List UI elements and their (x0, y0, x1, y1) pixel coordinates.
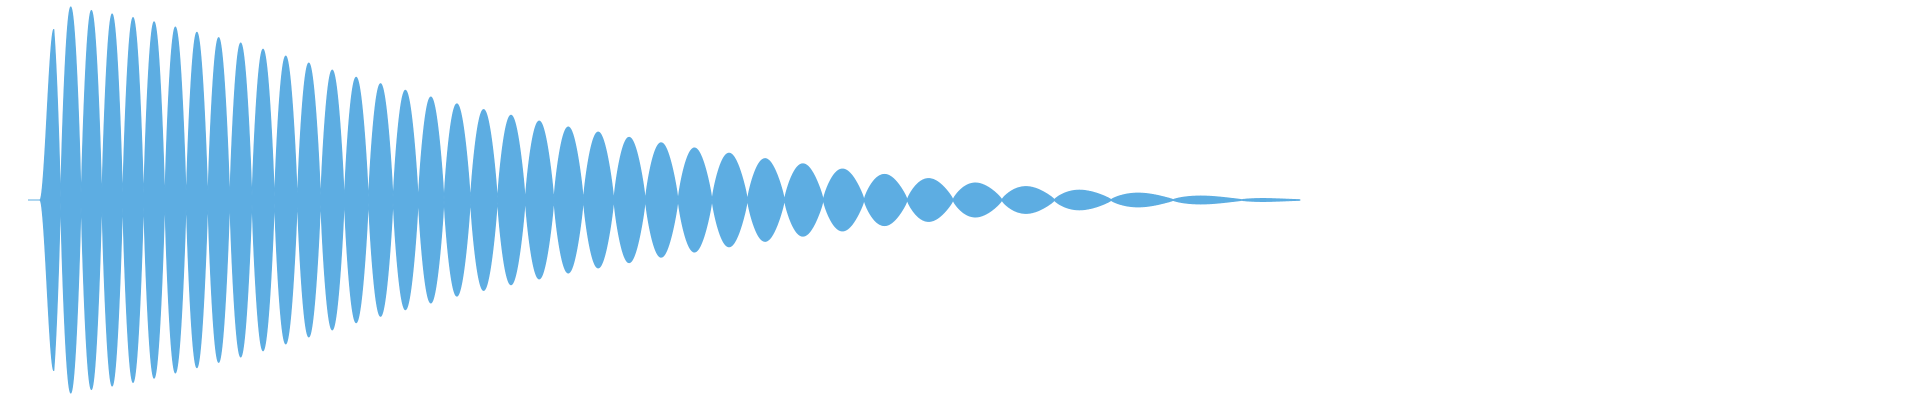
waveform-fill (39, 6, 1301, 394)
